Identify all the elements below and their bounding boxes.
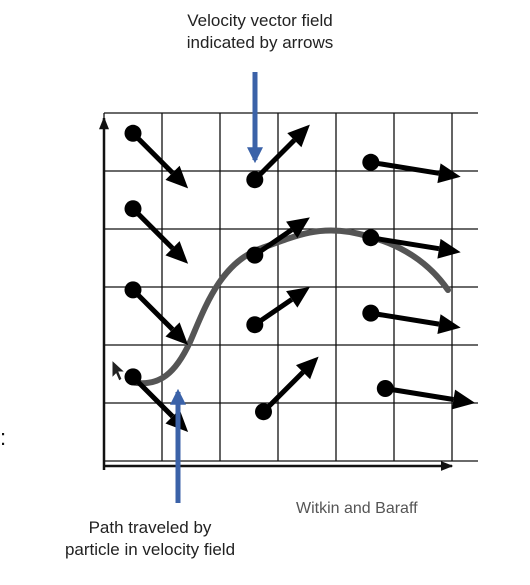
velocity-vector (376, 380, 476, 410)
vector-shaft (370, 159, 440, 176)
velocity-vectors (124, 124, 476, 432)
vector-shaft (253, 138, 297, 182)
colon-text: : (0, 425, 7, 450)
vector-arrowhead (437, 238, 461, 259)
axes (99, 116, 454, 471)
vector-field-label-line1: Velocity vector field (187, 11, 333, 30)
vector-shaft (384, 386, 454, 402)
grid (103, 112, 478, 462)
vector-origin-dot (124, 368, 142, 386)
vector-shaft (370, 235, 440, 252)
vector-origin-dot (124, 124, 142, 142)
vector-origin-dot (124, 200, 142, 218)
vector-origin-dot (124, 281, 142, 299)
vector-shaft (131, 288, 175, 332)
vector-origin-dot (246, 171, 264, 189)
vector-arrowhead (165, 322, 189, 345)
vector-arrowhead (437, 314, 461, 334)
vector-shaft (370, 310, 440, 327)
credit-text: Witkin and Baraff (296, 500, 418, 517)
particle-path-label: Path traveled by particle in velocity fi… (30, 517, 270, 561)
velocity-vector (124, 200, 189, 264)
vector-origin-dot (376, 380, 394, 397)
velocity-vector (246, 124, 310, 189)
velocity-vector (124, 281, 189, 345)
vector-arrowhead (451, 389, 476, 410)
vector-field-label: Velocity vector field indicated by arrow… (140, 10, 380, 54)
particle-path-label-line2: particle in velocity field (64, 540, 236, 559)
particle-path-label-line1: Path traveled by (88, 518, 212, 537)
vector-origin-dot (362, 229, 380, 247)
vector-arrowhead (287, 124, 310, 148)
vector-origin-dot (362, 153, 380, 171)
vector-arrowhead (165, 165, 189, 189)
vector-arrowhead (286, 287, 310, 308)
mouse-cursor-icon (111, 358, 127, 382)
velocity-vector (124, 124, 189, 189)
vector-arrowhead (165, 241, 189, 264)
vector-shaft (131, 375, 175, 419)
vector-shaft (131, 206, 175, 251)
velocity-vector (362, 229, 461, 259)
vector-origin-dot (362, 304, 380, 322)
velocity-vector (362, 304, 461, 334)
velocity-vector (362, 153, 461, 184)
vector-shaft (131, 131, 175, 175)
vector-shaft (261, 370, 305, 414)
vector-origin-dot (246, 246, 264, 264)
velocity-vector (246, 217, 310, 264)
velocity-vector (255, 356, 319, 421)
vector-origin-dot (246, 316, 264, 334)
vector-arrowhead (286, 217, 310, 239)
vector-field-label-line2: indicated by arrows (186, 33, 334, 52)
vector-arrowhead (295, 356, 319, 380)
velocity-vector (246, 287, 310, 334)
vector-arrowhead (437, 163, 461, 184)
vector-origin-dot (255, 403, 272, 421)
